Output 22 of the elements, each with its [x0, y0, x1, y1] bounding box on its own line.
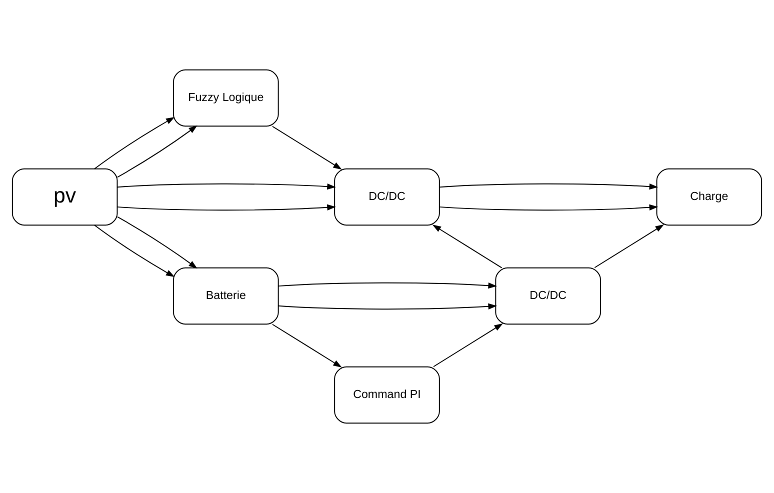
arrow: [278, 282, 497, 289]
arrow: [433, 323, 504, 368]
arrow: [94, 116, 175, 170]
node-box: DC/DC: [495, 267, 601, 325]
arrow: [116, 125, 198, 178]
arrow: [272, 126, 342, 170]
arrow: [94, 224, 175, 278]
node-box: Command PI: [334, 366, 440, 424]
node-box: pv: [12, 168, 118, 226]
arrow: [116, 204, 336, 211]
node-box: Fuzzy Logique: [173, 69, 279, 127]
arrow: [438, 183, 658, 190]
node-box: Charge: [656, 168, 762, 226]
arrow: [432, 224, 502, 268]
arrow: [278, 303, 497, 310]
arrow: [594, 224, 664, 268]
node-box: DC/DC: [334, 168, 440, 226]
arrow: [116, 183, 336, 190]
arrow: [438, 204, 658, 211]
arrow: [116, 216, 198, 269]
node-box: Batterie: [173, 267, 279, 325]
arrow: [272, 324, 342, 368]
